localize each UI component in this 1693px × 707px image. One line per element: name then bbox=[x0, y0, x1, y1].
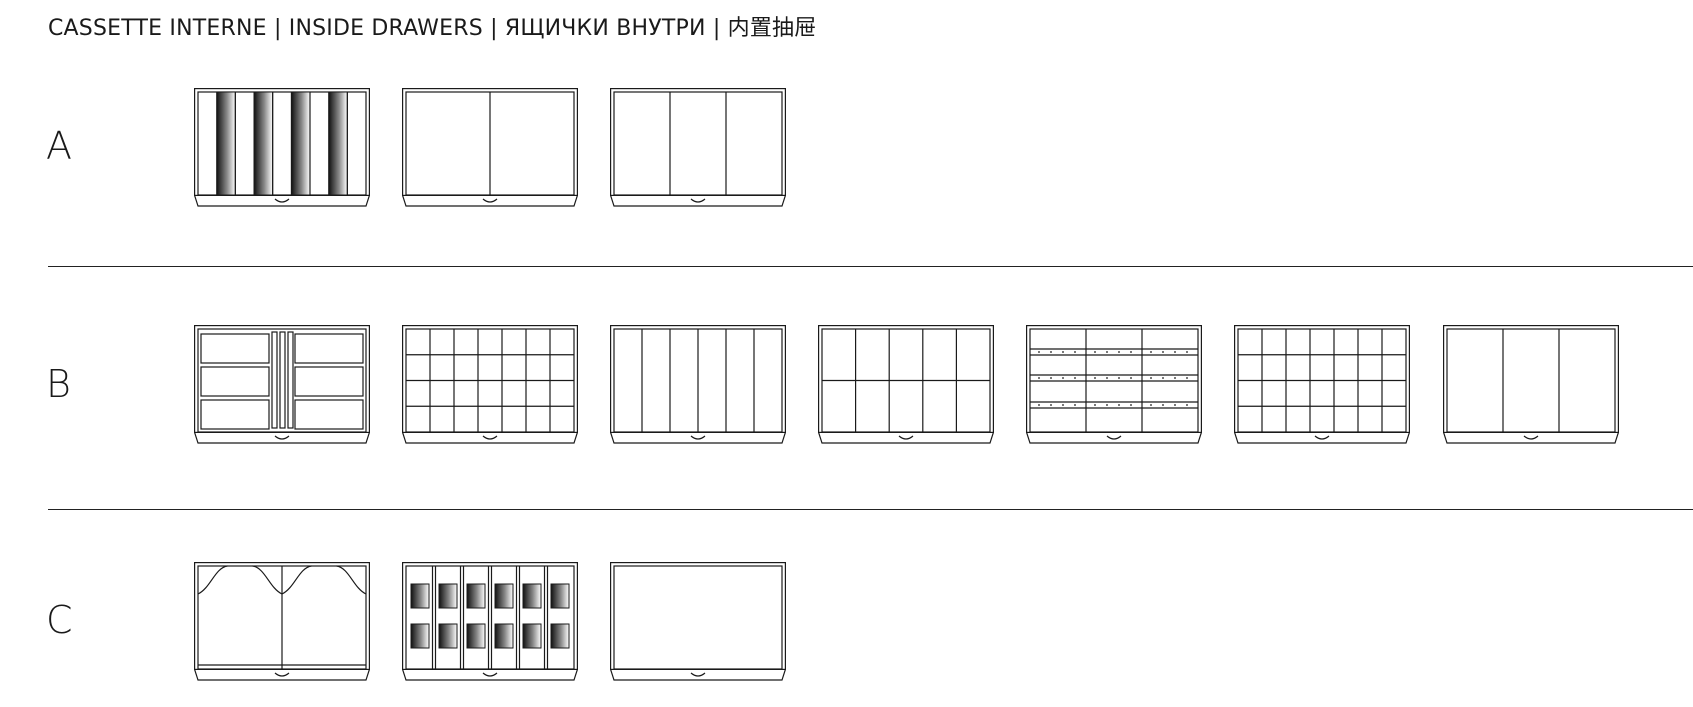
drawer-a2-two-compartments bbox=[402, 88, 579, 208]
drawer-b7-three-compartments bbox=[1443, 325, 1620, 445]
row-label-b: B bbox=[46, 362, 71, 406]
drawer-c1-curved-hangers bbox=[194, 562, 371, 682]
drawer-a3-three-compartments bbox=[610, 88, 787, 208]
drawer-b1-six-trays bbox=[194, 325, 371, 445]
drawer-b3-six-slots bbox=[610, 325, 787, 445]
row-label-c: C bbox=[46, 598, 73, 642]
row-label-a: A bbox=[46, 124, 72, 168]
drawer-b6-grid bbox=[1234, 325, 1411, 445]
drawer-b5-pegs bbox=[1026, 325, 1203, 445]
drawer-c2-shaded-cells bbox=[402, 562, 579, 682]
row-divider-1 bbox=[48, 266, 1693, 267]
page-title: CASSETTE INTERNE | INSIDE DRAWERS | ЯЩИЧ… bbox=[48, 16, 817, 41]
drawer-b2-grid bbox=[402, 325, 579, 445]
row-divider-2 bbox=[48, 509, 1693, 510]
drawer-a1-vertical-shaded-dividers bbox=[194, 88, 371, 208]
drawer-b4-five-by-two-grid bbox=[818, 325, 995, 445]
drawer-c3-empty bbox=[610, 562, 787, 682]
